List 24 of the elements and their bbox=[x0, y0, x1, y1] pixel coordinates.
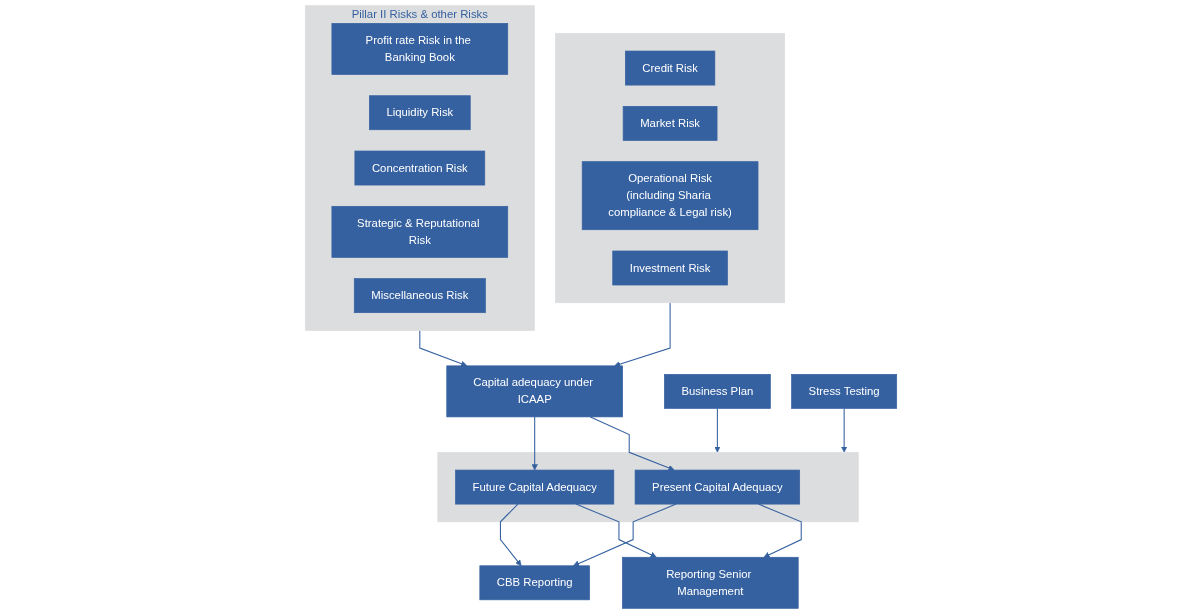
arrow bbox=[419, 329, 468, 367]
node-box: Capital adequacy under ICAAP bbox=[446, 365, 623, 418]
node-box: Stress Testing bbox=[791, 374, 898, 409]
arrow bbox=[614, 302, 671, 368]
node-box: Profit rate Risk in the Banking Book bbox=[331, 23, 509, 75]
node-box: Concentration Risk bbox=[354, 150, 486, 186]
cluster bbox=[555, 32, 785, 304]
node-box: Present Capital Adequacy bbox=[634, 469, 801, 505]
node-box: Reporting Senior Management bbox=[622, 556, 799, 609]
node-box: Liquidity Risk bbox=[369, 95, 471, 131]
node-box: Business Plan bbox=[664, 374, 771, 409]
node-box: Investment Risk bbox=[612, 250, 728, 286]
arrow bbox=[714, 407, 721, 453]
node-box: Miscellaneous Risk bbox=[353, 278, 486, 314]
arrow bbox=[499, 503, 522, 567]
node-box: Credit Risk bbox=[625, 50, 716, 86]
arrow bbox=[841, 407, 848, 453]
node-box: Future Capital Adequacy bbox=[455, 469, 615, 505]
arrow bbox=[531, 416, 538, 471]
node-box: Operational Risk (including Sharia compliance & Legal risk) bbox=[581, 161, 759, 231]
node-box: Strategic & Reputational Risk bbox=[331, 205, 509, 258]
node-box: Market Risk bbox=[622, 106, 718, 141]
cluster bbox=[437, 452, 859, 523]
node-box: CBB Reporting bbox=[479, 565, 590, 601]
